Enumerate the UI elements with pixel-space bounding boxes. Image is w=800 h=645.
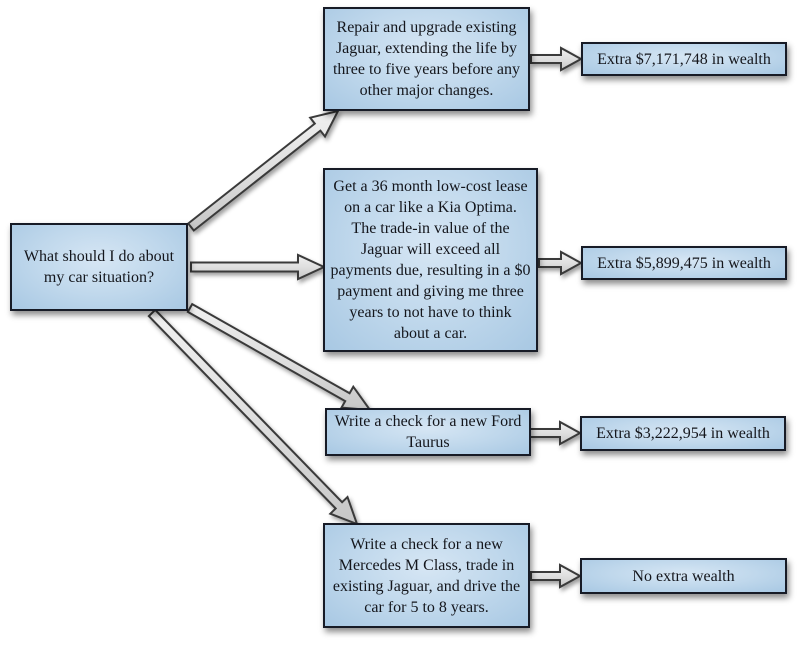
outcome-box-1: Extra $7,171,748 in wealth [581, 42, 787, 76]
option-label: Write a check for a new Mercedes M Class… [332, 535, 525, 616]
option-box-mercedes: Write a check for a new Mercedes M Class… [323, 523, 530, 628]
option-label: Get a 36 month low-cost lease on a car l… [330, 178, 535, 342]
arrow-root-to-option-2 [190, 253, 327, 281]
outcome-box-2: Extra $5,899,475 in wealth [581, 246, 787, 280]
option-label: Write a check for a new Ford Taurus [334, 413, 526, 451]
root-question-label: What should I do about my car situation? [23, 248, 179, 286]
arrow-option-3-to-outcome-3 [529, 420, 583, 446]
outcome-label: No extra wealth [632, 567, 735, 585]
option-box-kia-lease: Get a 36 month low-cost lease on a car l… [323, 168, 538, 352]
arrow-option-1-to-outcome-1 [530, 46, 584, 72]
arrow-root-to-option-1 [186, 109, 340, 232]
root-question-box: What should I do about my car situation? [10, 223, 188, 311]
outcome-box-4: No extra wealth [580, 558, 787, 594]
arrow-option-2-to-outcome-2 [538, 250, 584, 276]
outcome-label: Extra $7,171,748 in wealth [597, 50, 771, 68]
option-box-repair-jaguar: Repair and upgrade existing Jaguar, exte… [323, 7, 530, 111]
arrow-option-4-to-outcome-4 [530, 563, 583, 589]
arrow-root-to-option-3 [186, 302, 373, 412]
outcome-label: Extra $5,899,475 in wealth [597, 254, 771, 272]
arrow-root-to-option-4 [147, 308, 359, 526]
outcome-box-3: Extra $3,222,954 in wealth [580, 416, 786, 451]
option-label: Repair and upgrade existing Jaguar, exte… [332, 19, 524, 99]
outcome-label: Extra $3,222,954 in wealth [596, 425, 770, 442]
option-box-ford-taurus: Write a check for a new Ford Taurus [325, 408, 531, 456]
